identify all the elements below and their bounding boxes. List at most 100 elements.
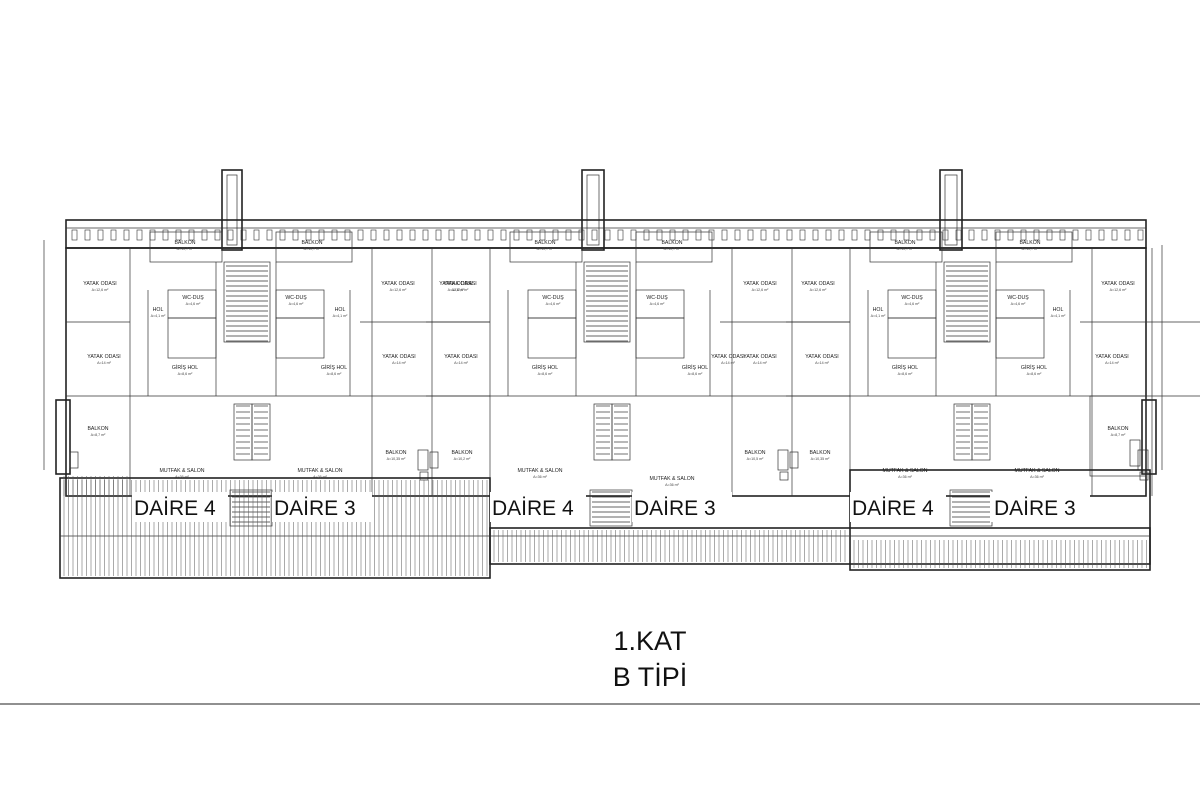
unit-label-daire-4: DAİRE 4 — [492, 497, 574, 520]
room-area: A=4,6 m² — [650, 302, 665, 306]
railing-post — [838, 229, 845, 241]
type-title: B TİPİ — [613, 661, 688, 692]
railing-post — [695, 229, 702, 241]
room-area: A=4,6 m² — [1011, 302, 1026, 306]
railing-post — [110, 229, 117, 241]
railing-post — [617, 229, 624, 241]
railing-post — [292, 229, 299, 241]
railing-post — [786, 229, 793, 241]
room-name: YATAK ODASI — [381, 281, 414, 287]
room-area: A=12,6 m² — [810, 288, 827, 292]
railing-post — [357, 229, 364, 241]
room-area: A=14 m² — [454, 361, 468, 365]
room-outline — [869, 231, 943, 263]
railing-post — [682, 229, 689, 241]
room-area: A=10,7 m² — [664, 247, 681, 251]
railing-post — [799, 229, 806, 241]
room-name: BALKON — [1019, 240, 1040, 246]
room-name: BALKON — [87, 426, 108, 432]
room-name: HOL — [1053, 307, 1064, 313]
railing-post — [266, 229, 273, 241]
room-area: A=14 m² — [753, 361, 767, 365]
room-name: GİRİŞ HOL — [682, 364, 708, 371]
interior-walls — [66, 231, 1200, 527]
railing-post — [708, 229, 715, 241]
railing-post — [253, 229, 260, 241]
railing-post — [1111, 229, 1118, 241]
room-labels-block-2: BALKON A=10,7 m² BALKON A=10,7 m² YATAK … — [443, 240, 838, 487]
room-name: YATAK ODASI — [1095, 354, 1128, 360]
room-name: YATAK ODASI — [382, 354, 415, 360]
room-name: WC-DUŞ — [901, 295, 923, 301]
railing-post — [240, 229, 247, 241]
railing-post — [877, 229, 884, 241]
room-outline — [583, 261, 631, 343]
room-name: YATAK ODASI — [87, 354, 120, 360]
room-name: HOL — [153, 307, 164, 313]
room-name: BALKON — [744, 450, 765, 456]
railing-post — [71, 229, 78, 241]
room-name: WC-DUŞ — [1007, 295, 1029, 301]
room-outline — [167, 317, 217, 359]
room-outline — [149, 231, 223, 263]
room-outline — [995, 231, 1073, 263]
railing-post — [162, 229, 169, 241]
room-labels-block-3: BALKON A=10,7 m² BALKON A=10,7 m² WC-DUŞ… — [871, 240, 1135, 479]
room-area: A=8,7 m² — [1111, 433, 1126, 437]
railing-post — [864, 229, 871, 241]
room-area: A=10,7 m² — [1022, 247, 1039, 251]
room-name: MUTFAK & SALON — [298, 468, 343, 474]
room-name: BALKON — [809, 450, 830, 456]
room-area: A=36 m² — [175, 475, 189, 479]
railing-post — [565, 229, 572, 241]
railing-post — [942, 229, 949, 241]
room-area: A=10,5 m² — [747, 457, 764, 461]
railing-post — [604, 229, 611, 241]
room-outline — [971, 403, 991, 461]
railing-post — [1033, 229, 1040, 241]
room-area: A=4,1 m² — [1051, 314, 1066, 318]
railing-post — [500, 229, 507, 241]
railing-post — [669, 229, 676, 241]
room-outline — [995, 317, 1045, 359]
room-area: A=12,6 m² — [1110, 288, 1127, 292]
room-name: HOL — [335, 307, 346, 313]
room-outline — [635, 317, 685, 359]
railing-post — [825, 229, 832, 241]
room-outline — [887, 317, 937, 359]
unit-label-daire-3: DAİRE 3 — [994, 497, 1076, 520]
room-area: A=12,6 m² — [452, 288, 469, 292]
room-name: GİRİŞ HOL — [1021, 364, 1047, 371]
railing-post — [773, 229, 780, 241]
room-name: YATAK ODASI — [801, 281, 834, 287]
room-area: A=10,35 m² — [387, 457, 406, 461]
railing-post — [1007, 229, 1014, 241]
room-outline — [1089, 395, 1147, 477]
railing-post — [227, 229, 234, 241]
railing-post — [1124, 229, 1131, 241]
block-walls-1 — [66, 231, 490, 527]
room-outline — [777, 449, 789, 471]
unit-label-daire-4: DAİRE 4 — [852, 497, 934, 520]
room-area: A=12,6 m² — [752, 288, 769, 292]
room-name: BALKON — [661, 240, 682, 246]
room-area: A=4,6 m² — [905, 302, 920, 306]
railing-post — [188, 229, 195, 241]
room-outline — [593, 403, 613, 461]
railing-post — [851, 229, 858, 241]
railing-post — [812, 229, 819, 241]
room-area: A=8,6 m² — [1027, 372, 1042, 376]
railing-post — [721, 229, 728, 241]
railing-post — [1098, 229, 1105, 241]
room-outline — [779, 471, 789, 481]
railing-post — [656, 229, 663, 241]
railing-post — [916, 229, 923, 241]
railing-post — [643, 229, 650, 241]
room-area: A=8,7 m² — [91, 433, 106, 437]
room-name: BALKON — [174, 240, 195, 246]
room-name: YATAK ODASI — [805, 354, 838, 360]
railing-post — [968, 229, 975, 241]
room-name: BALKON — [385, 450, 406, 456]
room-outline — [251, 403, 271, 461]
